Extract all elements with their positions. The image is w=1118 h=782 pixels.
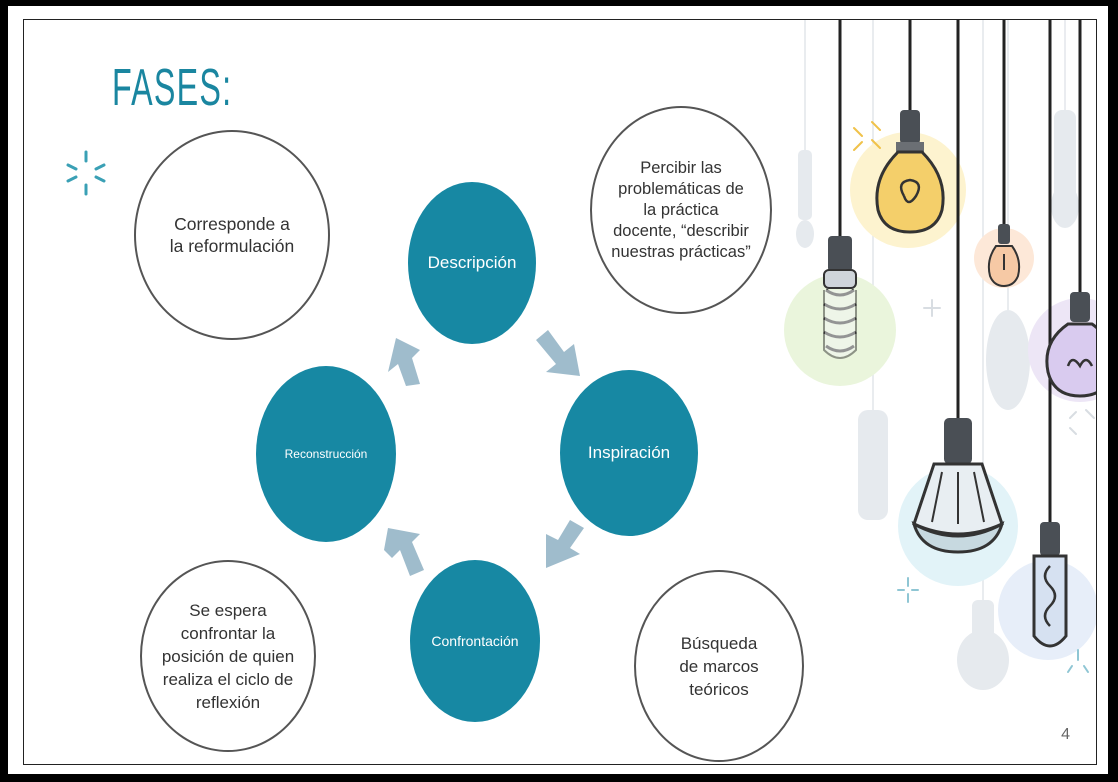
note-top-left-text: Corresponde a la reformulación [169,214,295,256]
note-bottom-right-text: Búsqueda de marcos teóricos [679,633,759,699]
sparkle-icon [66,150,106,196]
note-bottom-left-text: Se espera confrontar la posición de quie… [161,600,295,712]
phase-confrontacion-label: Confrontación [431,633,519,649]
slide-title: FASES: [112,59,233,117]
phase-descripcion: Descripción [408,182,536,344]
arrow-icon [388,338,420,386]
light-bulbs-illustration [784,20,1096,690]
phase-reconstruccion-label: Reconstrucción [284,447,368,461]
note-bottom-left: Se espera confrontar la posición de quie… [140,560,316,752]
arrow-icon [546,520,584,568]
note-top-right: Percibir las problemáticas de la práctic… [590,106,772,314]
note-bottom-right: Búsqueda de marcos teóricos [634,570,804,762]
phase-inspiracion: Inspiración [560,370,698,536]
arrow-icon [536,330,580,376]
slide-canvas: FASES: Corresponde a la reformulación Pe… [23,19,1097,765]
phase-descripcion-label: Descripción [427,253,517,272]
page-number: 4 [1061,726,1070,743]
note-top-left: Corresponde a la reformulación [134,130,330,340]
phase-inspiracion-label: Inspiración [587,443,671,462]
note-top-right-text: Percibir las problemáticas de la práctic… [611,158,751,261]
phase-reconstruccion: Reconstrucción [256,366,396,542]
arrow-icon [384,528,424,576]
phase-confrontacion: Confrontación [410,560,540,722]
slide: FASES: Corresponde a la reformulación Pe… [8,6,1108,774]
